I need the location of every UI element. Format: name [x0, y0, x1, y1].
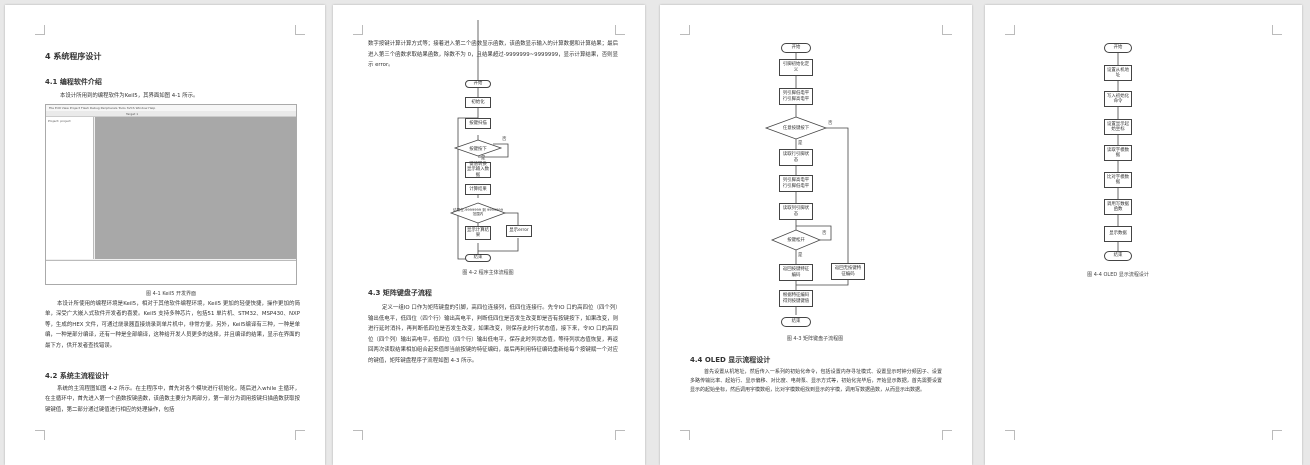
flow-node-return-none: 返回无按键特征编码 — [831, 263, 865, 280]
keil-screenshot: File Edit View Project Flash Debug Perip… — [45, 104, 297, 285]
flow-node-3: 设置显示起始坐标 — [1104, 119, 1132, 135]
margin-mark — [353, 430, 363, 440]
flow-node-error: 显示error — [506, 225, 532, 237]
flow-node-4: 读取字模数据 — [1104, 145, 1132, 161]
margin-mark — [942, 430, 952, 440]
flow-node-end: 结束 — [465, 254, 491, 262]
margin-mark — [35, 430, 45, 440]
margin-mark — [615, 430, 625, 440]
flow-node-8: 结束 — [1104, 251, 1132, 261]
flow-node-col-low: 列引脚低电平 行引脚高电平 — [779, 88, 813, 105]
section-heading: 4 系统程序设计 — [45, 52, 102, 61]
flowchart-connectors — [1117, 50, 1119, 255]
document-page-1: 4 系统程序设计 4.1 编程软件介绍 本设计所用到的编程软件为Keil5，其界… — [5, 5, 325, 465]
margin-mark — [1272, 25, 1282, 35]
figure-caption: 图 4-2 程序主体流程图 — [462, 270, 514, 276]
flow-label-no: 否 — [502, 137, 507, 142]
document-page-4: 开始 设置从机地址 写入初始化命令 设置显示起始坐标 读取字模数据 比对字模数据… — [985, 5, 1302, 465]
flow-label-yes: 是 — [798, 141, 803, 146]
keil-toolbar: Target 1 — [46, 111, 296, 117]
flow-decision-pressed: 按键按下 — [469, 147, 487, 152]
figure-caption: 图 4-1 Keil5 开发界面 — [145, 291, 196, 297]
margin-mark — [295, 430, 305, 440]
keil-editor-area — [95, 117, 296, 259]
flow-node-5: 比对字模数据 — [1104, 172, 1132, 188]
margin-mark — [942, 25, 952, 35]
flow-node-read-row: 读取行引脚状态 — [779, 149, 813, 166]
flow-decision-any-key: 任意按键按下 — [782, 126, 810, 131]
flow-node-end: 结束 — [781, 317, 811, 327]
flow-node-1: 设置从机地址 — [1104, 65, 1132, 81]
paragraph: 定义一组IO 口作为矩阵键盘的引脚，高四位连接列，低四位连接行。先令IO 口的高… — [368, 305, 618, 364]
flow-node-convert: 键值转换 显示输入数据 — [465, 162, 491, 178]
margin-mark — [615, 25, 625, 35]
flow-node-key-value: 根据特征编码得到按键键值 — [779, 290, 813, 307]
keil-build-output — [46, 260, 296, 284]
flow-node-define: 引脚初始化定义 — [779, 59, 813, 76]
subsection-heading: 4.3 矩阵键盘子流程 — [368, 289, 432, 297]
flow-node-0: 开始 — [1104, 43, 1132, 53]
paragraph: 首先设置从机地址，然后传入一系列的初始化命令，包括设置内存寻址模式、设置显示时钟… — [690, 369, 942, 393]
margin-mark — [1005, 430, 1015, 440]
flow-label-yes: 是 — [798, 253, 803, 258]
paragraph: 系统的主流程图如图 4-2 所示。在主程序中，首先对各个模块进行初始化，随后进入… — [45, 386, 300, 413]
flow-node-show: 显示计算结果 — [465, 226, 491, 240]
flow-decision-release: 按键松开 — [787, 238, 805, 243]
margin-mark — [1005, 25, 1015, 35]
paragraph: 本设计所用到的编程软件为Keil5，其界面如图 4-1 所示。 — [60, 93, 199, 99]
keil-project-pane: Project: project — [46, 117, 94, 259]
margin-mark — [680, 25, 690, 35]
margin-mark — [35, 25, 45, 35]
flowchart-connectors — [449, 20, 519, 260]
document-page-2: 数字按键计算计算方式等；接着进入第二个函数显示函数，该函数显示输入的计算数据和计… — [333, 5, 645, 465]
flow-node-6: 调用写数据函数 — [1104, 199, 1132, 215]
margin-mark — [353, 25, 363, 35]
margin-mark — [295, 25, 305, 35]
keil-menu-bar: File Edit View Project Flash Debug Perip… — [46, 105, 296, 111]
flow-label-no: 否 — [828, 121, 833, 126]
flow-node-scan: 按键扫描 — [465, 118, 491, 129]
flow-node-return-code: 返回按键特征编码 — [779, 264, 813, 281]
flow-node-init: 初始化 — [465, 97, 491, 108]
flow-node-calc: 计算结果 — [465, 184, 491, 195]
margin-mark — [1272, 430, 1282, 440]
flow-node-start: 开始 — [465, 80, 491, 88]
subsection-heading: 4.1 编程软件介绍 — [45, 78, 102, 86]
flow-decision-range: 结果在-9999999 到 9999999 范围内 — [453, 208, 503, 217]
flow-node-col-high: 列引脚高电平 行引脚低电平 — [779, 175, 813, 192]
subsection-heading: 4.4 OLED 显示流程设计 — [690, 356, 771, 364]
flow-node-start: 开始 — [781, 43, 811, 53]
flow-node-read-col: 读取列引脚状态 — [779, 203, 813, 220]
figure-caption: 图 4-4 OLED 显示流程设计 — [1087, 272, 1149, 278]
flow-label-no: 否 — [822, 231, 827, 236]
flowchart-connectors — [764, 50, 849, 315]
paragraph: 数字按键计算计算方式等；接着进入第二个函数显示函数，该函数显示输入的计算数据和计… — [368, 41, 618, 68]
paragraph: 本设计所使用的编程环境是Keil5，相对于其他软件编程环境，Keil5 更加的轻… — [45, 301, 300, 349]
flow-label-yes: 是 — [481, 156, 486, 161]
flow-node-2: 写入初始化命令 — [1104, 91, 1132, 107]
margin-mark — [680, 430, 690, 440]
document-page-3: 开始 引脚初始化定义 列引脚低电平 行引脚高电平 任意按键按下 读取行引脚状态 … — [660, 5, 972, 465]
flow-node-7: 显示数据 — [1104, 226, 1132, 242]
figure-caption: 图 4-3 矩阵键盘子流程图 — [786, 336, 844, 342]
subsection-heading: 4.2 系统主流程设计 — [45, 372, 109, 380]
